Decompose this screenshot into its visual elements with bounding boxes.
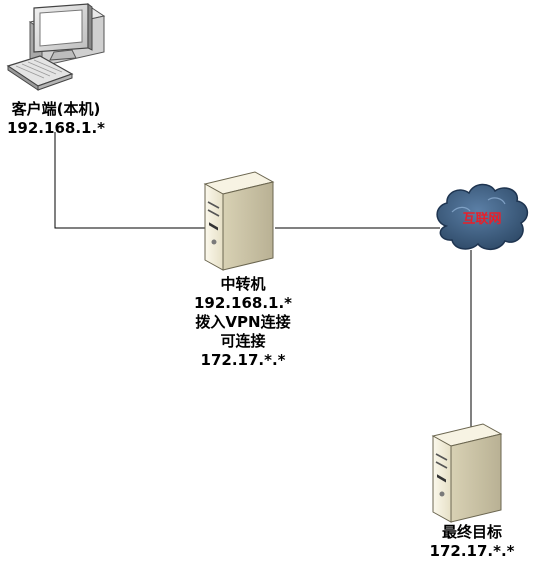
relay-label: 中转机 192.168.1.* 拨入VPN连接 可连接 172.17.*.* bbox=[158, 275, 328, 370]
desktop-computer-icon bbox=[6, 3, 106, 91]
client-label: 客户端(本机) 192.168.1.* bbox=[0, 100, 112, 138]
relay-vpn-note: 拨入VPN连接 bbox=[195, 313, 291, 331]
client-ip: 192.168.1.* bbox=[7, 119, 105, 137]
relay-server-icon bbox=[203, 171, 275, 271]
client-to-relay-line bbox=[54, 132, 205, 229]
target-label: 最终目标 172.17.*.* bbox=[410, 523, 534, 561]
internet-label: 互联网 bbox=[462, 212, 501, 227]
cloud-icon: 互联网 bbox=[436, 183, 529, 250]
relay-vpn-ip: 172.17.*.* bbox=[200, 351, 286, 369]
target-ip: 172.17.*.* bbox=[429, 542, 515, 560]
target-server-icon bbox=[431, 423, 503, 523]
relay-name: 中转机 bbox=[220, 275, 266, 293]
connection-lines bbox=[54, 132, 472, 428]
target-name: 最终目标 bbox=[441, 523, 502, 541]
relay-reach-note: 可连接 bbox=[220, 332, 266, 350]
client-name: 客户端(本机) bbox=[11, 100, 101, 118]
relay-ip: 192.168.1.* bbox=[194, 294, 292, 312]
